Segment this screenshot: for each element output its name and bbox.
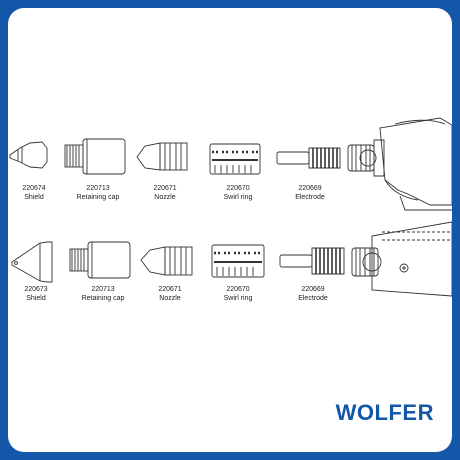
part-name: Nozzle <box>154 194 176 201</box>
row-2 <box>11 221 452 297</box>
retaining-cap-part <box>69 241 131 279</box>
torch-head-2 <box>351 221 452 297</box>
swirl-ring-part <box>211 244 265 278</box>
nozzle-part <box>136 142 188 171</box>
part-name: Shield <box>24 194 44 201</box>
part-code: 220713 <box>86 185 109 192</box>
part-name: Retaining cap <box>77 194 120 201</box>
part-name: Electrode <box>295 194 325 201</box>
part-name: Shield <box>26 295 46 302</box>
part-code: 220669 <box>298 185 321 192</box>
part-code: 220713 <box>91 286 114 293</box>
part-code: 220670 <box>226 286 249 293</box>
part-code: 220674 <box>22 185 45 192</box>
row-1 <box>9 117 452 211</box>
part-code: 220669 <box>301 286 324 293</box>
nozzle-part <box>140 246 193 276</box>
part-code: 220673 <box>24 286 47 293</box>
electrode-part <box>279 247 345 275</box>
part-code: 220671 <box>158 286 181 293</box>
swirl-ring-part <box>209 143 261 175</box>
labels-row-2: 220673 Shield 220713 Retaining cap 22067… <box>24 286 328 302</box>
consumables-diagram: 220674 Shield 220713 Retaining cap 22067… <box>9 117 452 302</box>
electrode-part <box>276 147 341 169</box>
torch-head-1 <box>347 117 452 211</box>
part-name: Swirl ring <box>224 194 253 201</box>
brand-logo: WOLFER <box>335 400 434 425</box>
part-name: Nozzle <box>159 295 181 302</box>
part-code: 220670 <box>226 185 249 192</box>
part-name: Retaining cap <box>82 295 125 302</box>
retaining-cap-part <box>64 138 126 175</box>
part-name: Swirl ring <box>224 295 253 302</box>
product-card: 220674 Shield 220713 Retaining cap 22067… <box>8 8 452 452</box>
shield-part <box>11 241 53 283</box>
part-code: 220671 <box>153 185 176 192</box>
labels-row-1: 220674 Shield 220713 Retaining cap 22067… <box>22 185 325 201</box>
part-name: Electrode <box>298 295 328 302</box>
shield-part <box>9 141 48 169</box>
